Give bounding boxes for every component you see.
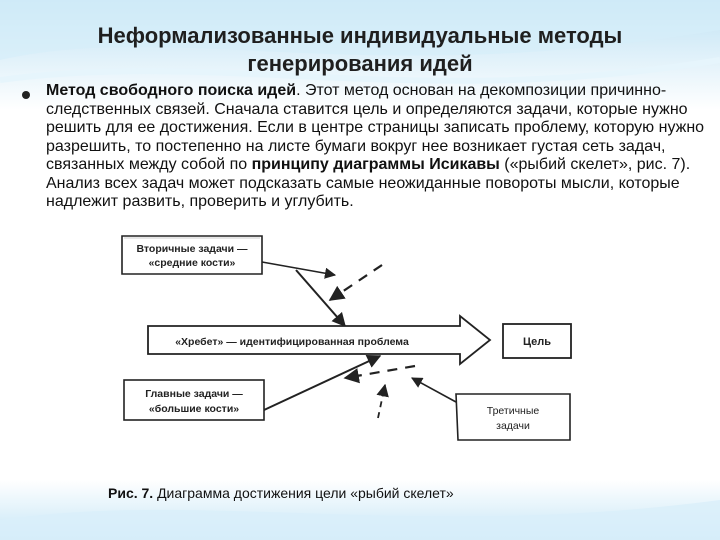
main-tasks-line-2: «большие кости» bbox=[149, 403, 239, 415]
goal-label: Цель bbox=[523, 336, 551, 348]
secondary-to-bone-arrow bbox=[261, 261, 337, 279]
secondary-tasks-line-1: Вторичные задачи — bbox=[136, 243, 248, 255]
bullet-text-part-2: («рыбий скелет», рис. 7). Анализ всех за… bbox=[46, 156, 691, 210]
main-tasks-box: Главные задачи — «большие кости» bbox=[123, 379, 265, 421]
secondary-tasks-box: Вторичные задачи — «средние кости» bbox=[121, 235, 263, 275]
large-bone-lower bbox=[263, 354, 382, 411]
bullet-bold-lead: Метод свободного поиска идей bbox=[46, 82, 297, 99]
slide-title: Неформализованные индивидуальные методы … bbox=[40, 22, 680, 78]
tertiary-tasks-box: Третичные задачи bbox=[455, 393, 571, 441]
dashed-bone-lower bbox=[343, 364, 416, 384]
main-tasks-line-1: Главные задачи — bbox=[145, 388, 243, 400]
bullet-text-part-1: . Этот метод основан на декомпозиции при… bbox=[46, 82, 705, 173]
title-line-2: генерирования идей bbox=[247, 51, 473, 76]
title-line-1: Неформализованные индивидуальные методы bbox=[97, 23, 623, 48]
bullet-text: Метод свободного поиска идей. Этот метод… bbox=[46, 82, 712, 212]
dashed-bone-upper bbox=[328, 264, 383, 301]
tertiary-connector bbox=[411, 377, 457, 403]
caption-text: Диаграмма достижения цели «рыбий скелет» bbox=[153, 485, 454, 501]
bullet-bold-middle: принципу диаграммы Исикавы bbox=[251, 156, 500, 173]
secondary-tasks-line-2: «средние кости» bbox=[149, 257, 236, 269]
tertiary-tasks-line-1: Третичные bbox=[487, 405, 540, 417]
spine-label: «Хребет» — идентифицированная проблема bbox=[175, 336, 409, 348]
goal-box: Цель bbox=[502, 323, 572, 359]
background-top-decoration bbox=[0, 0, 720, 110]
tertiary-dashed-arrow bbox=[376, 383, 389, 419]
bullet-dot-icon bbox=[22, 91, 30, 99]
background-bottom-decoration bbox=[0, 480, 720, 540]
caption-bold: Рис. 7. bbox=[108, 485, 154, 501]
middle-bone-upper bbox=[295, 269, 346, 328]
bullet-item: Метод свободного поиска идей. Этот метод… bbox=[22, 82, 712, 212]
figure-caption: Рис. 7. Диаграмма достижения цели «рыбий… bbox=[108, 485, 454, 501]
tertiary-tasks-line-2: задачи bbox=[496, 420, 530, 432]
spine-arrow: «Хребет» — идентифицированная проблема bbox=[147, 314, 492, 366]
